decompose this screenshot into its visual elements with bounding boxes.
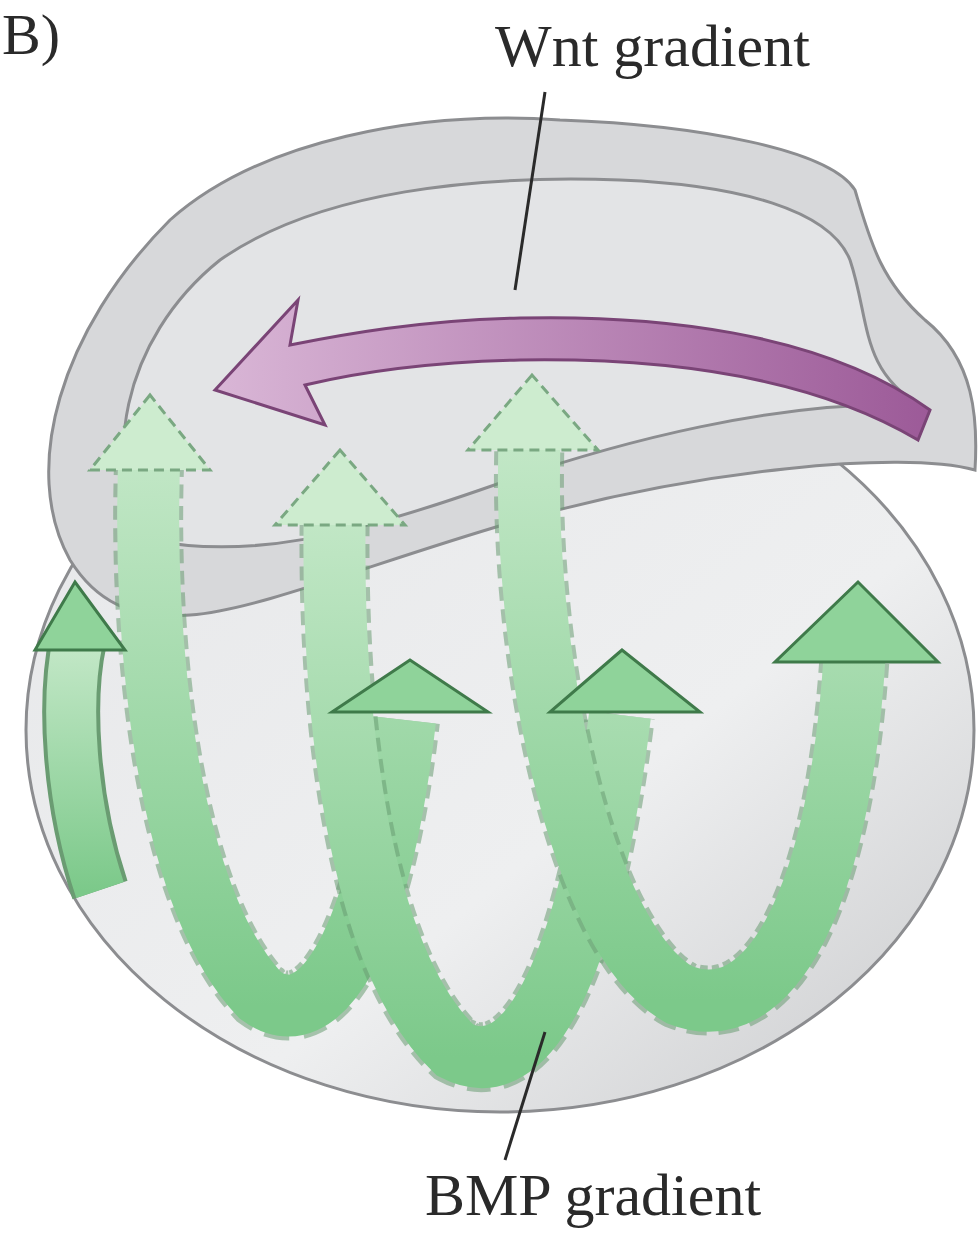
panel-letter: B) bbox=[2, 6, 60, 64]
wnt-gradient-arrow bbox=[215, 300, 930, 440]
leader-line bbox=[515, 92, 545, 290]
bmp-arrowheads-back bbox=[90, 375, 598, 525]
gradient-label: Wnt gradient bbox=[495, 16, 810, 76]
bmp-ribbons-back bbox=[71, 430, 855, 1057]
leader-line bbox=[505, 1032, 545, 1160]
bmp-arrowheads-front bbox=[35, 582, 938, 712]
gradient-label: BMP gradient bbox=[425, 1165, 761, 1225]
